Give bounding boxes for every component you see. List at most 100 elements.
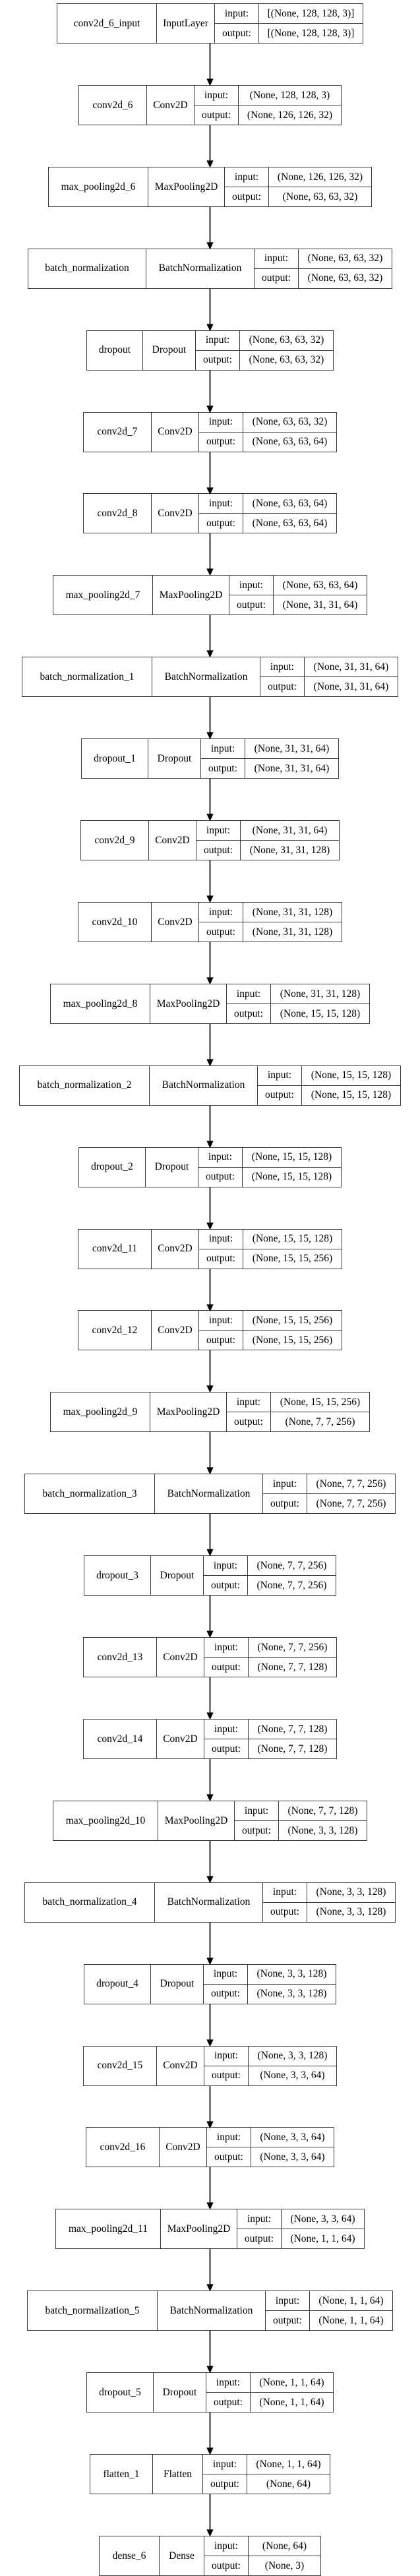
output-shape-row: output:(None, 63, 63, 32) bbox=[196, 349, 333, 370]
output-label: output: bbox=[212, 1661, 241, 1673]
input-label: input: bbox=[216, 2132, 241, 2143]
output-label: output: bbox=[232, 191, 261, 202]
layer-io-table: input:(None, 3, 3, 128)output:(None, 3, … bbox=[203, 1964, 336, 2004]
input-shape-row: input:(None, 7, 7, 256) bbox=[204, 1556, 336, 1576]
output-shape-value: (None, 7, 7, 256) bbox=[307, 1494, 395, 1514]
flow-arrow bbox=[0, 697, 420, 740]
flow-arrow bbox=[0, 615, 420, 658]
layer-name: batch_normalization_3 bbox=[42, 1487, 137, 1499]
output-shape-value: (None, 1, 1, 64) bbox=[309, 2311, 392, 2331]
output-shape-value: (None, 31, 31, 128) bbox=[243, 922, 342, 942]
layer-io-table: input:(None, 15, 15, 128)output:(None, 1… bbox=[198, 1229, 342, 1269]
input-shape-value: (None, 31, 31, 128) bbox=[270, 984, 369, 1003]
output-shape-value: (None, 31, 31, 64) bbox=[273, 595, 367, 615]
flow-arrow bbox=[0, 1840, 420, 1884]
layer-io-table: input:(None, 64)output:(None, 3) bbox=[204, 2536, 320, 2575]
output-shape-value: (None, 7, 7, 128) bbox=[248, 1739, 336, 1758]
flow-arrow bbox=[0, 1758, 420, 1802]
input-shape-row: input: (None, 64) bbox=[204, 2536, 320, 2556]
layer-name: dropout_3 bbox=[96, 1569, 138, 1581]
output-label: output: bbox=[210, 2478, 239, 2490]
output-label: output: bbox=[268, 680, 297, 692]
layer-name: max_pooling2d_7 bbox=[65, 589, 140, 601]
input-shape-value: (None, 64) bbox=[248, 2536, 320, 2556]
input-shape-value: (None, 63, 63, 32) bbox=[243, 412, 336, 432]
output-shape-row: output: (None, 7, 7, 256) bbox=[263, 1493, 395, 1514]
input-label: input: bbox=[236, 1396, 261, 1408]
input-shape-value: (None, 31, 31, 128) bbox=[243, 902, 342, 922]
output-shape-value: (None, 3) bbox=[248, 2556, 320, 2575]
output-label: output: bbox=[212, 2070, 241, 2082]
input-shape-row: input:(None, 7, 7, 128) bbox=[235, 1801, 367, 1820]
input-shape-row: input:(None, 15, 15, 256) bbox=[227, 1393, 369, 1412]
output-shape-value: (None, 15, 15, 128) bbox=[242, 1167, 341, 1187]
input-shape-value: (None, 15, 15, 128) bbox=[301, 1065, 400, 1085]
input-shape-value: (None, 3, 3, 64) bbox=[251, 2128, 334, 2147]
layer-name: max_pooling2d_9 bbox=[63, 1406, 138, 1418]
output-shape-row: output:(None, 31, 31, 64) bbox=[201, 758, 338, 779]
flow-arrow bbox=[0, 1269, 420, 1311]
input-shape-value: [(None, 128, 128, 3)] bbox=[258, 4, 363, 23]
output-label: output: bbox=[265, 1089, 294, 1101]
output-label: output: bbox=[270, 1497, 299, 1509]
output-shape-value: (None, 63, 63, 32) bbox=[268, 187, 371, 206]
output-label: output: bbox=[204, 844, 233, 856]
layer-io-table: input:(None, 31, 31, 128)output:(None, 1… bbox=[226, 984, 369, 1023]
flow-arrow bbox=[0, 288, 420, 332]
layer-type: Conv2D bbox=[148, 821, 196, 860]
output-label: output: bbox=[206, 436, 235, 448]
input-shape-row: input:(None, 31, 31, 64) bbox=[196, 821, 339, 840]
output-shape-value: (None, 31, 31, 64) bbox=[245, 759, 338, 779]
output-shape-row: output:(None, 31, 31, 64) bbox=[260, 676, 398, 697]
input-shape-row: input:(None, 15, 15, 128) bbox=[258, 1065, 400, 1085]
input-shape-value: (None, 3, 3, 128) bbox=[307, 1882, 395, 1902]
input-label: input: bbox=[214, 2540, 239, 2552]
input-shape-row: input:(None, 31, 31, 64) bbox=[260, 657, 398, 677]
input-label: input: bbox=[208, 1315, 233, 1327]
output-shape-value: (None, 15, 15, 256) bbox=[243, 1249, 342, 1269]
output-shape-value: (None, 3, 3, 128) bbox=[247, 1984, 336, 2004]
layer-type: BatchNormalization bbox=[154, 1882, 262, 1922]
output-label: output: bbox=[214, 2151, 243, 2163]
input-shape-value: (None, 31, 31, 64) bbox=[245, 739, 338, 759]
output-shape-value: (None, 15, 15, 128) bbox=[301, 1085, 400, 1105]
flow-arrow bbox=[0, 1432, 420, 1475]
